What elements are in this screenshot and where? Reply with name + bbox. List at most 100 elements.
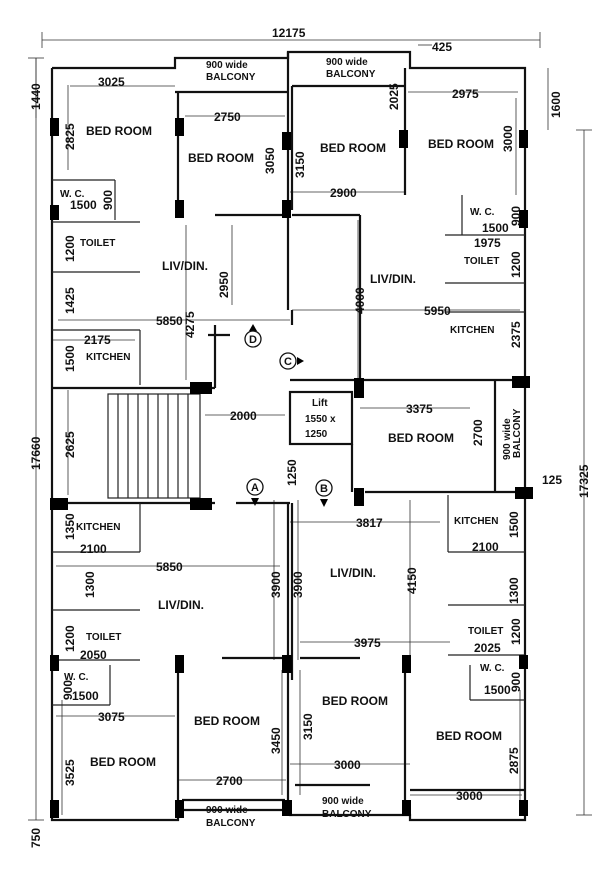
dim-wc-1500-top-right: 1500 — [482, 221, 509, 235]
marker-d: D — [244, 324, 262, 348]
room-bed-bottom-right: BED ROOM — [436, 729, 502, 743]
dim-5850-bottom: 5850 — [156, 560, 183, 574]
dim-wc-1500-bottom-left: 1500 — [72, 689, 99, 703]
room-toilet-top-right: TOILET — [464, 256, 499, 267]
room-liv-bottom-right: LIV/DIN. — [330, 566, 376, 580]
dim-5950: 5950 — [424, 304, 451, 318]
dim-wc-900-bottom-right: 900 — [509, 672, 523, 692]
dim-1250: 1250 — [285, 459, 299, 486]
dim-1600: 1600 — [549, 91, 563, 118]
room-liv-bottom-left: LIV/DIN. — [158, 598, 204, 612]
balcony-top-left-label: BALCONY — [206, 72, 256, 83]
dim-wc-900-bottom-left: 900 — [61, 680, 75, 700]
dim-3050: 3050 — [263, 147, 277, 174]
dim-wc-1500-bottom-right: 1500 — [484, 683, 511, 697]
dim-2700-bottom: 2700 — [216, 774, 243, 788]
dim-3000-bottom-right: 3000 — [456, 789, 483, 803]
dim-4150: 4150 — [405, 567, 419, 594]
dimension-labels: 12175 425 1440 1600 3025 2825 2750 3050 … — [29, 26, 591, 848]
dim-4000: 4000 — [353, 287, 367, 314]
dim-3900-left: 3900 — [269, 571, 283, 598]
lift-size-2: 1250 — [305, 429, 328, 440]
dim-3150-top: 3150 — [293, 151, 307, 178]
balcony-bottom-left-width: 900 wide — [206, 805, 248, 816]
room-kitchen-bottom-right: KITCHEN — [454, 516, 498, 527]
dim-3817: 3817 — [356, 516, 383, 530]
balcony-top-right-width: 900 wide — [326, 57, 368, 68]
dim-1200-top-right: 1200 — [509, 251, 523, 278]
dim-2175: 2175 — [84, 333, 111, 347]
room-wc-bottom-right: W. C. — [480, 663, 505, 674]
dim-3525: 3525 — [63, 759, 77, 786]
dim-2100-bottom-left: 2100 — [80, 542, 107, 556]
dim-1200-bottom-right: 1200 — [509, 618, 523, 645]
dim-3900-right: 3900 — [291, 571, 305, 598]
dim-1200-bottom-left: 1200 — [63, 625, 77, 652]
room-kitchen-top-left: KITCHEN — [86, 352, 130, 363]
room-toilet-top-left: TOILET — [80, 238, 115, 249]
dim-wc-900-top-left: 900 — [101, 190, 115, 210]
marker-b: B — [315, 479, 333, 507]
dim-1500-bottom-right: 1500 — [507, 511, 521, 538]
room-liv-top-left: LIV/DIN. — [162, 259, 208, 273]
balcony-bottom-right-width: 900 wide — [322, 796, 364, 807]
room-bed-top-right: BED ROOM — [428, 137, 494, 151]
dim-wc-1500-top-left: 1500 — [70, 198, 97, 212]
dim-17325: 17325 — [577, 464, 591, 498]
svg-text:A: A — [251, 482, 259, 494]
room-toilet-bottom-left: TOILET — [86, 632, 121, 643]
room-liv-top-right: LIV/DIN. — [370, 272, 416, 286]
stair-treads — [117, 394, 189, 498]
dim-2025-bottom-right: 2025 — [474, 641, 501, 655]
lift-label: Lift — [312, 398, 328, 409]
dim-2825: 2825 — [63, 123, 77, 150]
dim-2025: 2025 — [387, 83, 401, 110]
dim-3150-bottom: 3150 — [301, 713, 315, 740]
dim-1300-bottom-left: 1300 — [83, 571, 97, 598]
dim-3975: 3975 — [354, 636, 381, 650]
dim-1350: 1350 — [63, 513, 77, 540]
svg-text:C: C — [284, 356, 292, 368]
dim-2625: 2625 — [63, 431, 77, 458]
dim-2900: 2900 — [330, 186, 357, 200]
room-bed-bottom-center: BED ROOM — [194, 714, 260, 728]
dim-2375: 2375 — [509, 321, 523, 348]
balcony-bottom-left-label: BALCONY — [206, 818, 256, 829]
marker-c: C — [279, 352, 304, 370]
dim-1300-bottom-right: 1300 — [507, 577, 521, 604]
dim-3000-top-right: 3000 — [501, 125, 515, 152]
dim-1500-kitchen: 1500 — [63, 345, 77, 372]
walls — [50, 50, 527, 822]
balcony-top-right-label: BALCONY — [326, 69, 376, 80]
dim-3025: 3025 — [98, 75, 125, 89]
dim-425: 425 — [432, 40, 452, 54]
room-toilet-bottom-right: TOILET — [468, 626, 503, 637]
dim-wc-900-top-right: 900 — [509, 206, 523, 226]
dim-2100-bottom-right: 2100 — [472, 540, 499, 554]
balcony-mid-right-label: BALCONY — [512, 408, 523, 458]
room-labels: BED ROOM BED ROOM BED ROOM BED ROOM 900 … — [60, 57, 523, 829]
svg-text:B: B — [320, 483, 328, 495]
dim-4275: 4275 — [183, 311, 197, 338]
balcony-bottom-right-label: BALCONY — [322, 809, 372, 820]
dim-3075: 3075 — [98, 710, 125, 724]
dim-3450: 3450 — [269, 727, 283, 754]
dim-2975: 2975 — [452, 87, 479, 101]
dimension-lines — [28, 32, 592, 821]
dim-1425: 1425 — [63, 287, 77, 314]
dim-2750: 2750 — [214, 110, 241, 124]
dim-2950: 2950 — [217, 271, 231, 298]
room-kitchen-top-right: KITCHEN — [450, 325, 494, 336]
room-bed-bottom-mid: BED ROOM — [322, 694, 388, 708]
room-wc-top-left: W. C. — [60, 189, 85, 200]
room-wc-top-right: W. C. — [470, 207, 495, 218]
dim-2050: 2050 — [80, 648, 107, 662]
svg-text:D: D — [249, 334, 257, 346]
room-bed-top-center: BED ROOM — [188, 151, 254, 165]
dim-1200-top-left: 1200 — [63, 235, 77, 262]
dim-125: 125 — [542, 473, 562, 487]
dim-5850-top: 5850 — [156, 314, 183, 328]
dim-750: 750 — [29, 828, 43, 848]
lift-size-1: 1550 x — [305, 414, 336, 425]
